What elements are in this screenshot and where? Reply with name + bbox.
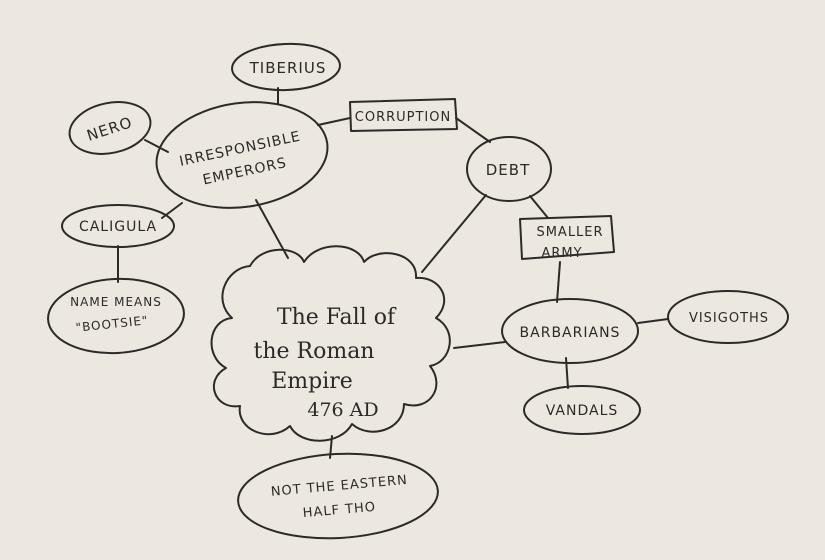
node-smaller-army: SMALLER ARMY: [519, 215, 615, 261]
node-not-eastern: NOT THE EASTERN HALF THO: [237, 452, 439, 540]
node-smaller-army-outline: [519, 215, 615, 260]
center-title-date: 476 AD: [307, 399, 378, 421]
link-emperors-center: [255, 199, 289, 259]
node-debt-label: DEBT: [486, 161, 530, 179]
link-army-barbarians: [556, 261, 561, 303]
node-visigoths: VISIGOTHS: [667, 290, 789, 344]
node-emperors-outline: [155, 101, 329, 209]
node-tiberius-outline: [231, 42, 341, 92]
node-name-means: NAME MEANS "BOOTSIE": [47, 277, 185, 355]
node-name-means-line-2: "BOOTSIE": [75, 313, 149, 335]
node-nero-outline: [68, 101, 152, 155]
node-corruption-outline: [349, 98, 458, 132]
link-barbarians-visigoths: [637, 318, 669, 324]
center-cloud-outline: [210, 245, 451, 442]
node-smaller-army-line-1: SMALLER: [536, 225, 603, 240]
node-barbarians-outline: [501, 298, 639, 364]
node-not-eastern-outline: [237, 452, 439, 540]
link-center-barbarians: [453, 341, 506, 349]
node-visigoths-outline: [667, 290, 789, 344]
node-barbarians: BARBARIANS: [501, 298, 639, 364]
node-nero: NERO: [68, 101, 152, 155]
link-debt-army: [529, 195, 549, 219]
node-caligula: CALIGULA: [61, 204, 175, 248]
link-corruption-debt: [455, 117, 491, 143]
node-tiberius-label: TIBERIUS: [249, 59, 327, 77]
node-center-cloud: The Fall of the Roman Empire 476 AD: [210, 245, 451, 442]
link-emperors-corruption: [317, 117, 351, 126]
node-vandals: VANDALS: [523, 385, 641, 435]
node-nero-label: NERO: [85, 113, 135, 145]
center-title-line-2: the Roman: [254, 339, 375, 364]
node-not-eastern-line-1: NOT THE EASTERN: [270, 473, 408, 500]
center-title-line-3: Empire: [271, 369, 353, 394]
node-corruption-label: CORRUPTION: [355, 110, 451, 125]
node-caligula-outline: [61, 204, 175, 248]
link-nero-emperors: [144, 139, 169, 153]
node-name-means-line-1: NAME MEANS: [70, 295, 162, 309]
node-vandals-outline: [523, 385, 641, 435]
node-smaller-army-line-2: ARMY: [541, 246, 582, 261]
center-title-line-1: The Fall of: [277, 305, 397, 330]
node-barbarians-label: BARBARIANS: [520, 325, 621, 341]
link-debt-center: [421, 194, 487, 273]
node-tiberius: TIBERIUS: [231, 42, 341, 92]
node-visigoths-label: VISIGOTHS: [689, 311, 769, 326]
node-debt: DEBT: [466, 136, 552, 202]
node-not-eastern-line-2: HALF THO: [302, 500, 377, 521]
link-caligula-emperors: [161, 202, 183, 219]
node-irresponsible-emperors: IRRESPONSIBLE EMPERORS: [155, 101, 329, 209]
node-caligula-label: CALIGULA: [79, 219, 157, 235]
node-vandals-label: VANDALS: [546, 403, 619, 419]
node-name-means-outline: [47, 277, 185, 355]
node-corruption: CORRUPTION: [349, 98, 458, 132]
node-debt-outline: [466, 136, 552, 202]
